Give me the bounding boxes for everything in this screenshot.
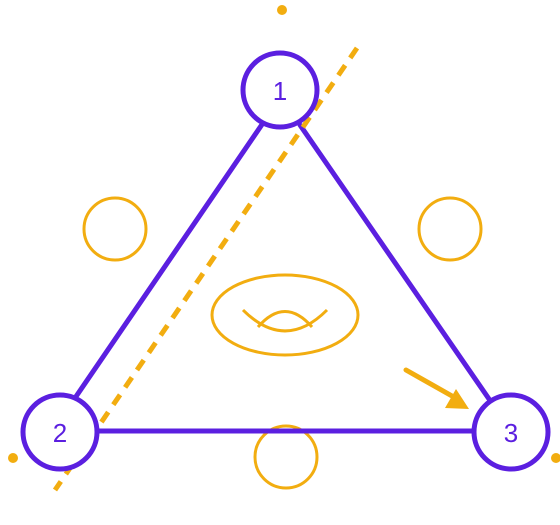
torus-outline [210, 273, 360, 357]
node-2-label: 2 [53, 418, 67, 448]
node-2[interactable]: 2 [20, 392, 100, 472]
graph-edges [72, 120, 492, 434]
node-3-label: 3 [504, 418, 518, 448]
node-1-circle [240, 50, 320, 130]
dot-left [8, 453, 18, 463]
edge-1-3 [297, 122, 492, 402]
dashed-cut-line [52, 46, 360, 492]
torus-icon [210, 273, 360, 357]
node-1[interactable]: 1 [240, 50, 320, 130]
accent-circle-right [417, 196, 483, 262]
arrow-shaft [403, 367, 455, 399]
dot-top [277, 5, 287, 15]
node-3[interactable]: 3 [471, 392, 551, 472]
accent-circle-left [82, 196, 148, 262]
edge-1-2 [72, 120, 266, 401]
node-1-label: 1 [273, 76, 287, 106]
arrow-to-node-3 [403, 367, 469, 409]
accent-circle-bottom [253, 424, 319, 490]
torus-inner-top [256, 310, 314, 328]
node-3-circle [471, 392, 551, 472]
node-2-circle [20, 392, 100, 472]
dot-right [551, 453, 560, 463]
torus-inner-bottom [241, 308, 329, 333]
arrow-head [445, 389, 469, 409]
